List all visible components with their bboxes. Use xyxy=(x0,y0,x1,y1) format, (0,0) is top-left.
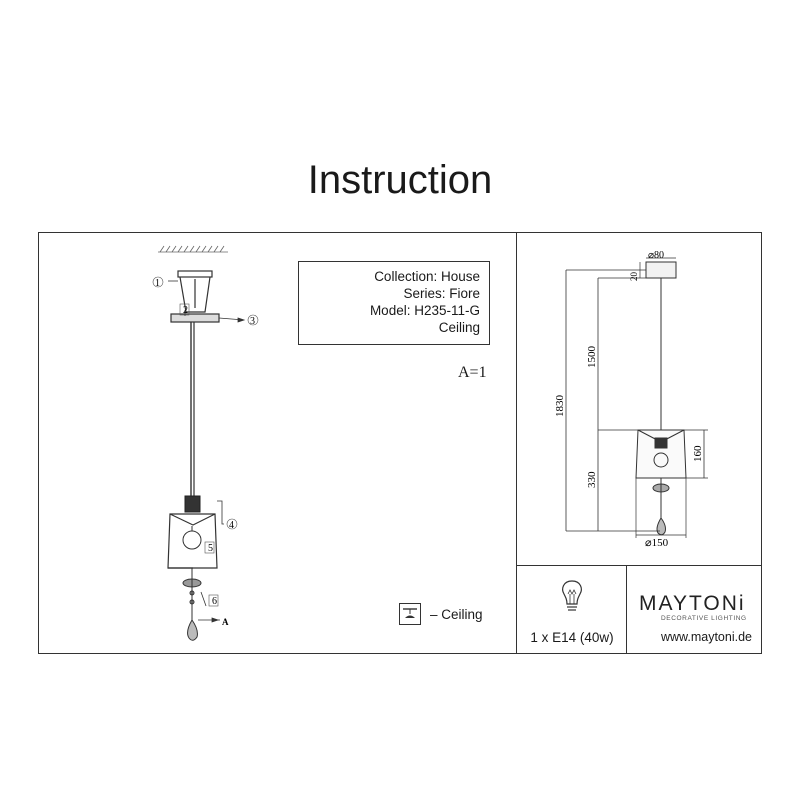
website-link[interactable]: www.maytoni.de xyxy=(660,630,752,644)
crystal-decoration xyxy=(182,568,202,641)
page-title: Instruction xyxy=(307,158,493,202)
brand-tagline: DECORATIVE LIGHTING xyxy=(661,615,747,622)
part-label-3: 3 xyxy=(250,316,255,327)
lamp-shade xyxy=(167,513,218,569)
mount-text: Ceiling xyxy=(438,320,480,335)
divider-horizontal-right xyxy=(516,565,762,567)
part-label-1: 1 xyxy=(155,278,160,289)
bulb-drawing xyxy=(182,526,202,550)
brand-logo: MAYTONi xyxy=(639,592,746,615)
canopy xyxy=(177,270,213,313)
part-label-5: 5 xyxy=(208,543,213,554)
mounting-plate xyxy=(170,313,220,323)
legend-ceiling-text: – Ceiling xyxy=(430,607,483,622)
socket xyxy=(184,495,201,513)
part-label-2: 2 xyxy=(183,305,188,316)
collection-text: Collection: House xyxy=(374,269,480,284)
ceiling-mount-icon xyxy=(399,603,421,625)
product-info-box: Collection: House Series: Fiore Model: H… xyxy=(298,261,490,345)
bulb-spec-text: 1 x E14 (40w) xyxy=(530,630,614,645)
part-label-6: 6 xyxy=(212,596,217,607)
part-label-4: 4 xyxy=(229,520,234,531)
divider-vertical-footer xyxy=(626,565,628,654)
ceiling-hatch xyxy=(158,245,228,253)
model-text: Model: H235-11-G xyxy=(369,303,480,318)
divider-vertical-main xyxy=(516,232,518,654)
series-text: Series: Fiore xyxy=(403,286,480,301)
part-label-a: A xyxy=(222,617,229,627)
bulb-icon xyxy=(562,580,582,611)
instruction-sheet xyxy=(38,232,762,654)
scale-label: A=1 xyxy=(458,364,487,381)
